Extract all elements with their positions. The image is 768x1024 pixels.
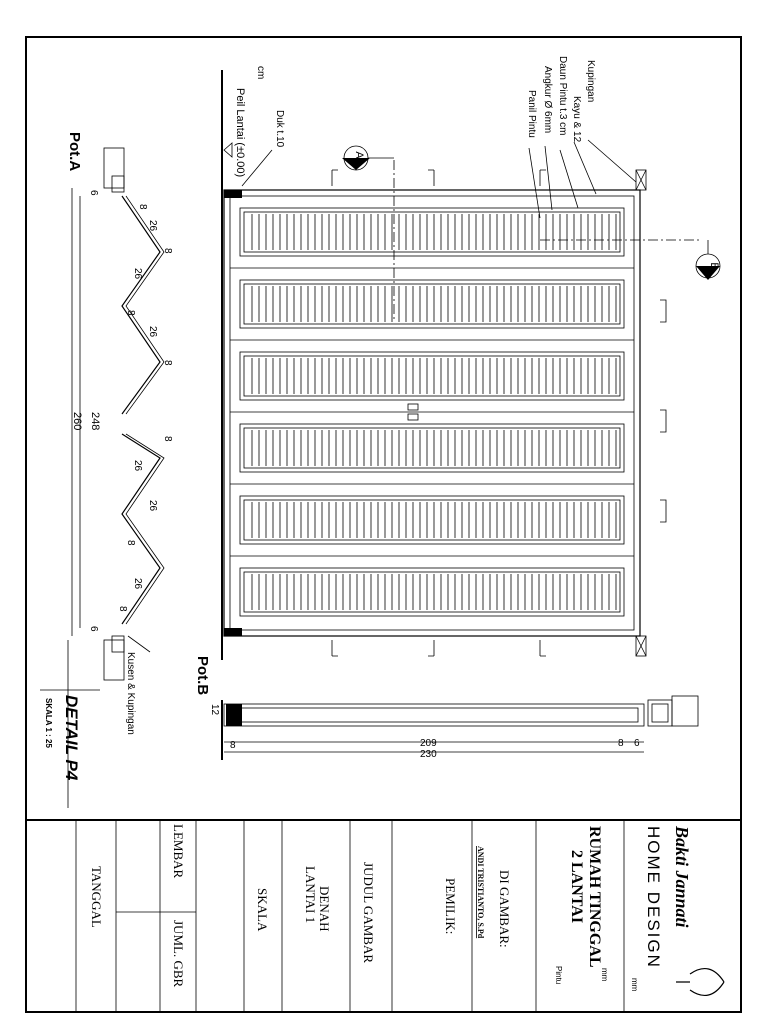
skala-label: SKALA bbox=[255, 888, 270, 932]
svg-text:8: 8 bbox=[162, 248, 173, 254]
drafter-name: ANDI TRISTIANTO, S.Pd bbox=[476, 846, 485, 939]
frame-ear-top bbox=[635, 169, 647, 191]
project-title: RUMAH TINGGAL bbox=[586, 826, 603, 968]
dim-12: 12 bbox=[209, 704, 220, 716]
dim-6-top: 6 bbox=[88, 190, 99, 196]
door-panel bbox=[239, 351, 625, 401]
dim-260: 260 bbox=[71, 412, 83, 430]
denah-label: DENAH bbox=[317, 886, 332, 932]
daun-pintu-label: Daun Pintu t.3 cm bbox=[557, 56, 568, 135]
home-design-text: HOME DESIGN bbox=[644, 826, 663, 969]
level-marker bbox=[223, 142, 233, 158]
wall-top bbox=[103, 147, 125, 189]
detail-scale: SKALA 1 : 25 bbox=[44, 698, 53, 748]
door-panel bbox=[239, 495, 625, 545]
door-panel-inner bbox=[243, 427, 621, 469]
door-panel-inner bbox=[243, 571, 621, 613]
pot-b-label: Pot.B bbox=[194, 656, 211, 695]
tanggal-label: TANGGAL bbox=[89, 866, 104, 928]
wall-bottom bbox=[103, 639, 125, 681]
section-pot-a: Pot.A 6 6 248 260 8 26 8 26 8 26 8 26 8 … bbox=[40, 132, 173, 808]
svg-text:26: 26 bbox=[132, 578, 143, 590]
kusen-kupingan-label: Kusen & Kupingan bbox=[125, 652, 136, 735]
svg-text:26: 26 bbox=[147, 220, 158, 232]
section-pot-b: Pot.B 12 8 209 8 6 230 bbox=[194, 656, 699, 760]
section-marker-a: A bbox=[342, 145, 394, 171]
juml-gbr-label: JUML. GBR bbox=[171, 920, 186, 988]
mm-label-2: mm bbox=[630, 978, 639, 992]
svg-text:26: 26 bbox=[132, 460, 143, 472]
svg-text:26: 26 bbox=[132, 268, 143, 280]
door-elevation: A B bbox=[221, 70, 721, 660]
dim-8-left: 8 bbox=[230, 740, 236, 751]
door-panel-inner bbox=[243, 499, 621, 541]
section-marker-b: B bbox=[695, 240, 721, 280]
frame-ear-bottom bbox=[635, 635, 647, 657]
svg-text:8: 8 bbox=[125, 540, 136, 546]
mm-label-1: mm bbox=[600, 968, 609, 982]
pot-a-label: Pot.A bbox=[66, 132, 83, 171]
door-handle-top bbox=[407, 403, 419, 411]
detail-title: DETAIL P4 bbox=[62, 695, 81, 781]
door-panel-inner bbox=[243, 355, 621, 397]
project-subtitle: 2 LANTAI bbox=[568, 850, 585, 923]
door-leaf-outline bbox=[229, 195, 635, 631]
door-panel bbox=[239, 207, 625, 257]
logo-script: Bakti Jannati bbox=[672, 825, 692, 928]
door-panel bbox=[239, 279, 625, 329]
peil-lantai-label: Peil Lantai (±0.00) bbox=[234, 88, 246, 177]
dim-209: 209 bbox=[420, 738, 437, 749]
svg-text:8: 8 bbox=[117, 606, 128, 612]
dim-6-right: 6 bbox=[634, 738, 640, 749]
fold-leaves-lower bbox=[121, 433, 161, 625]
door-handle-bottom bbox=[407, 413, 419, 421]
elevation-annotations: cm Peil Lantai (±0.00) Duk t.10 Kupingan… bbox=[234, 56, 637, 219]
marker-b-label: B bbox=[708, 262, 720, 269]
door-panels bbox=[239, 207, 625, 617]
logo-mark-icon bbox=[676, 967, 725, 997]
svg-text:26: 26 bbox=[147, 326, 158, 338]
judul-gambar-label: JUDUL GAMBAR bbox=[361, 862, 376, 963]
svg-text:8: 8 bbox=[162, 360, 173, 366]
svg-text:8: 8 bbox=[125, 310, 136, 316]
pemilik-label: PEMILIK: bbox=[443, 878, 458, 934]
sheet-border bbox=[25, 36, 742, 1013]
jamb-top bbox=[224, 190, 242, 198]
title-block: TANGGAL LEMBAR JUML. GBR SKALA DENAH LAN… bbox=[75, 820, 725, 1012]
lantai1-label: LANTAI 1 bbox=[303, 866, 318, 923]
dim-6-bottom: 6 bbox=[88, 626, 99, 632]
svg-text:8: 8 bbox=[137, 204, 148, 210]
door-panel-inner bbox=[243, 211, 621, 253]
panil-pintu-label: Panil Pintu bbox=[526, 90, 537, 138]
cm-label: cm bbox=[255, 66, 266, 79]
hinge-marks bbox=[331, 169, 667, 657]
marker-a-label: A bbox=[353, 151, 365, 159]
svg-text:26: 26 bbox=[147, 500, 158, 512]
door-frame bbox=[223, 189, 641, 637]
fold-leaves-upper bbox=[121, 195, 161, 415]
pintu-label: Pintu bbox=[554, 966, 563, 984]
section-b-body bbox=[223, 703, 645, 727]
door-panel bbox=[239, 423, 625, 473]
dim-8-right: 8 bbox=[618, 738, 624, 749]
lembar-label: LEMBAR bbox=[171, 824, 186, 879]
duk-label: Duk t.10 bbox=[274, 110, 285, 148]
angkur-label: Angkur Ø 6mm bbox=[542, 66, 553, 133]
di-gambar-label: DI GAMBAR: bbox=[497, 870, 512, 948]
svg-text:8: 8 bbox=[162, 436, 173, 442]
jamb-bottom bbox=[224, 628, 242, 636]
dim-248: 248 bbox=[89, 412, 101, 430]
door-panel bbox=[239, 567, 625, 617]
door-panel-inner bbox=[243, 283, 621, 325]
kayu-label: Kayu & 12 bbox=[571, 96, 582, 143]
kupingan-label: Kupingan bbox=[585, 60, 596, 102]
dim-230: 230 bbox=[420, 749, 437, 760]
